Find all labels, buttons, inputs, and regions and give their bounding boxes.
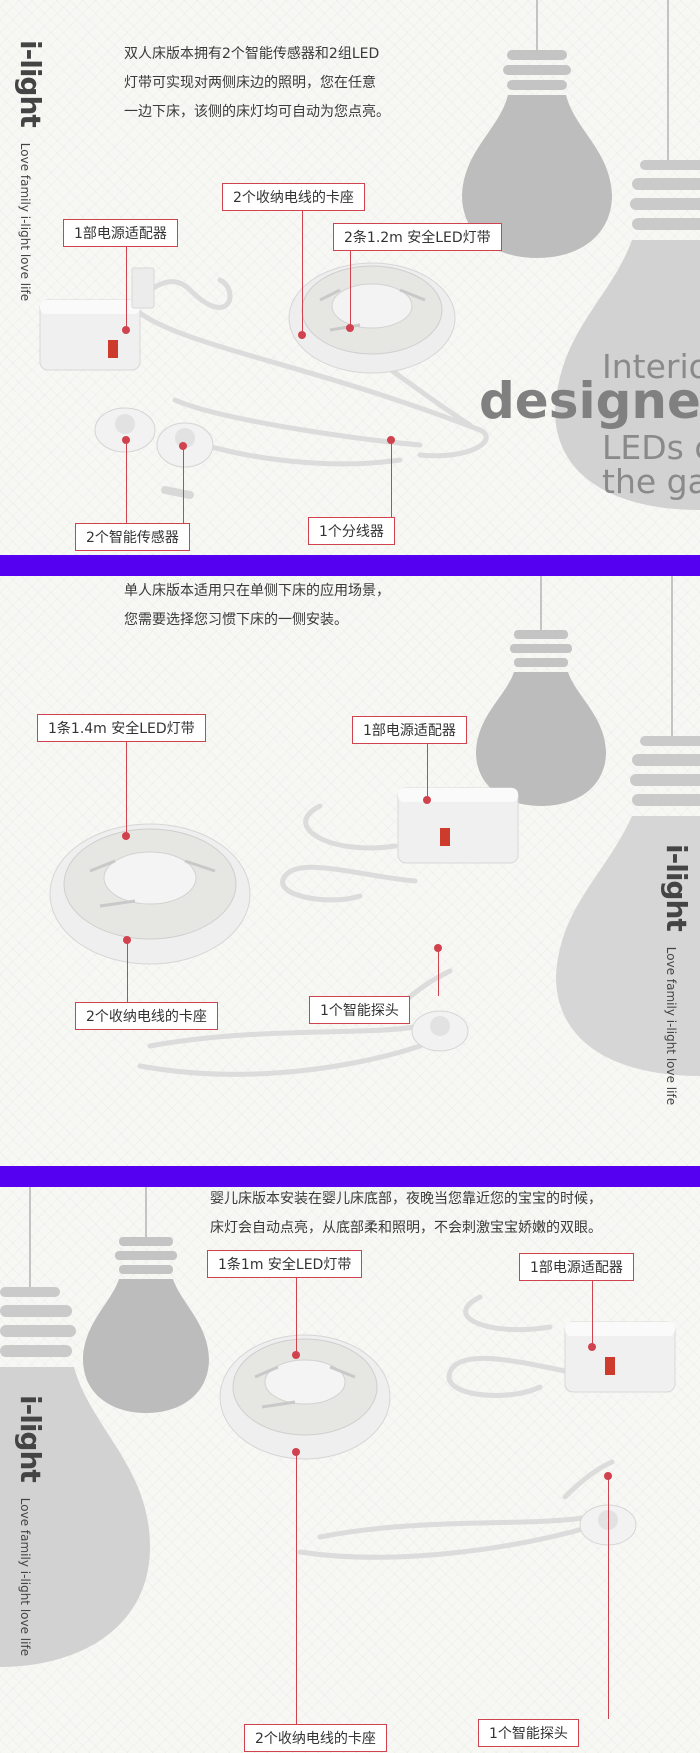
pointer-dot — [423, 796, 431, 804]
label-wire-clips: 2个收纳电线的卡座 — [244, 1724, 387, 1752]
lightbulb-illustration — [462, 0, 700, 510]
label-wire-clips: 2个收纳电线的卡座 — [222, 183, 365, 211]
lightbulb-illustration — [476, 576, 700, 1076]
pointer-dot — [434, 944, 442, 952]
label-led-strip: 2条1.2m 安全LED灯带 — [333, 223, 502, 251]
leader-line — [126, 247, 127, 330]
pointer-dot — [292, 1351, 300, 1359]
label-smart-probe: 1个智能探头 — [309, 996, 410, 1024]
label-power-adapter: 1部电源适配器 — [519, 1253, 634, 1281]
leader-line — [126, 440, 127, 523]
description: 单人床版本适用只在单侧下床的应用场景， 您需要选择您习惯下床的一侧安装。 — [124, 577, 390, 635]
description-line: 您需要选择您习惯下床的一侧安装。 — [124, 612, 348, 628]
label-led-strip: 1条1m 安全LED灯带 — [207, 1250, 363, 1278]
pointer-dot — [298, 331, 306, 339]
label-smart-sensors: 2个智能传感器 — [75, 523, 190, 551]
deco-text-line4: the gar — [602, 462, 700, 501]
description-line: 单人床版本适用只在单侧下床的应用场景， — [124, 583, 390, 599]
pointer-dot — [122, 326, 130, 334]
leader-line — [608, 1476, 609, 1719]
description-line: 婴儿床版本安装在婴儿床底部，夜晚当您靠近您的宝宝的时候， — [210, 1191, 602, 1207]
leader-line — [427, 744, 428, 800]
pointer-dot — [346, 324, 354, 332]
pointer-dot — [122, 832, 130, 840]
panel-single-bed: i-lightLove family i-light love life 单人床… — [0, 576, 700, 1166]
panel-baby-crib: i-lightLove family i-light love life 婴儿床… — [0, 1187, 700, 1753]
product-kit-illustration — [49, 787, 519, 1077]
panel-double-bed: Interior designers LEDs c the gar i-ligh… — [0, 0, 700, 555]
leader-line — [350, 251, 351, 328]
leader-line — [296, 1278, 297, 1355]
pointer-dot — [123, 936, 131, 944]
deco-text-line2: designers — [479, 372, 700, 430]
leader-line — [438, 948, 439, 996]
pointer-dot — [292, 1448, 300, 1456]
pointer-dot — [387, 436, 395, 444]
deco-text-line3: LEDs c — [602, 428, 700, 467]
product-kit-illustration — [39, 262, 489, 499]
leader-line — [183, 446, 184, 523]
pointer-dot — [588, 1343, 596, 1351]
label-power-adapter: 1部电源适配器 — [63, 219, 178, 247]
section-divider — [0, 1166, 700, 1187]
description-line: 床灯会自动点亮，从底部柔和照明，不会刺激宝宝娇嫩的双眼。 — [210, 1220, 602, 1236]
leader-line — [302, 211, 303, 335]
description: 双人床版本拥有2个智能传感器和2组LED 灯带可实现对两侧床边的照明，您在任意 … — [124, 40, 390, 127]
description: 婴儿床版本安装在婴儿床底部，夜晚当您靠近您的宝宝的时候， 床灯会自动点亮，从底部… — [210, 1187, 602, 1243]
deco-text-line1: Interior — [602, 347, 700, 386]
pointer-dot — [122, 436, 130, 444]
leader-line — [126, 742, 127, 836]
description-line: 双人床版本拥有2个智能传感器和2组LED — [124, 46, 380, 62]
description-line: 一边下床，该侧的床灯均可自动为您点亮。 — [124, 104, 390, 120]
label-led-strip: 1条1.4m 安全LED灯带 — [37, 714, 206, 742]
leader-line — [127, 940, 128, 1002]
pointer-dot — [604, 1472, 612, 1480]
label-splitter: 1个分线器 — [308, 517, 395, 545]
leader-line — [296, 1452, 297, 1724]
label-power-adapter: 1部电源适配器 — [352, 716, 467, 744]
lightbulb-illustration — [0, 1187, 209, 1667]
description-line: 灯带可实现对两侧床边的照明，您在任意 — [124, 75, 376, 91]
label-smart-probe: 1个智能探头 — [478, 1719, 579, 1747]
section-divider — [0, 555, 700, 576]
leader-line — [592, 1281, 593, 1347]
label-wire-clips: 2个收纳电线的卡座 — [75, 1002, 218, 1030]
leader-line — [391, 440, 392, 517]
